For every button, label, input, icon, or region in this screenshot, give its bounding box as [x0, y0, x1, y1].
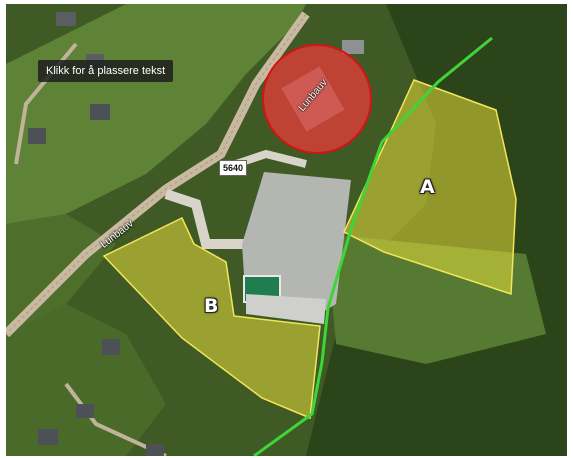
- building: [102, 339, 120, 355]
- road-number-badge: 5640: [219, 160, 248, 176]
- map-canvas[interactable]: [6, 4, 567, 456]
- building: [146, 444, 164, 456]
- place-text-tooltip: Klikk for å plassere tekst: [38, 60, 174, 82]
- map-view[interactable]: Klikk for å plassere tekst 5640 Lunbauv …: [6, 4, 567, 456]
- gravel-lot-south: [246, 294, 326, 324]
- building: [28, 128, 46, 144]
- residential-area: [6, 304, 166, 456]
- road-main: [6, 11, 310, 338]
- building: [90, 104, 110, 120]
- building: [76, 404, 94, 418]
- zone-b-polygon[interactable]: [102, 216, 321, 420]
- building: [56, 12, 76, 26]
- zone-b-label: B: [204, 295, 219, 317]
- field-area: [6, 4, 306, 224]
- access-road: [164, 189, 246, 249]
- building: [342, 40, 364, 54]
- marker-building: [281, 66, 345, 132]
- building: [38, 429, 58, 445]
- road-side-2: [64, 382, 167, 456]
- zone-a-label: A: [420, 176, 435, 198]
- route-line[interactable]: [253, 36, 493, 456]
